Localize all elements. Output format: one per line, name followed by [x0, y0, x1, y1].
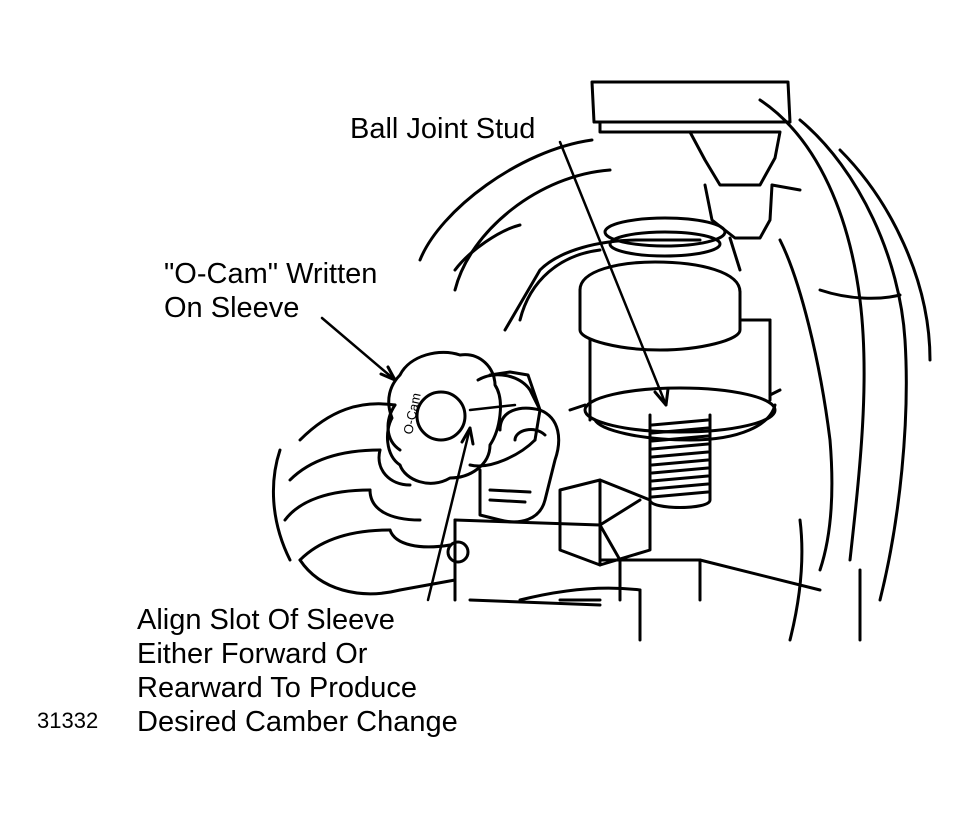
ball-joint-stud — [648, 413, 712, 509]
label-ball-joint-stud: Ball Joint Stud — [350, 112, 535, 146]
label-line: Desired Camber Change — [137, 706, 458, 738]
leader-arrows — [320, 140, 670, 602]
steering-knuckle — [418, 98, 932, 642]
arrowhead-o-cam — [379, 365, 397, 382]
arrowhead-align-slot — [460, 426, 475, 446]
upper-bracket — [590, 80, 802, 272]
label-line: Rearward To Produce — [137, 672, 417, 704]
o-cam-sleeve — [386, 350, 542, 485]
label-line: Either Forward Or — [137, 638, 368, 670]
label-line: Align Slot Of Sleeve — [137, 604, 395, 636]
arrow-align-slot — [426, 426, 472, 602]
label-line: "O-Cam" Written — [164, 258, 378, 290]
label-align-slot: Align Slot Of Sleeve Either Forward Or R… — [137, 603, 458, 739]
lower-control-arm — [446, 498, 642, 607]
ball-joint-housing — [568, 216, 782, 442]
hex-nut — [558, 478, 652, 567]
label-line: Ball Joint Stud — [350, 113, 536, 145]
label-o-cam-sleeve: "O-Cam" Written On Sleeve — [164, 257, 377, 325]
arrowhead-ball-joint-stud — [653, 387, 670, 407]
label-line: On Sleeve — [164, 292, 300, 324]
arrow-o-cam — [320, 316, 397, 382]
tool — [478, 370, 561, 524]
hand — [272, 402, 457, 596]
figure-number: 31332 — [37, 708, 99, 733]
arrow-ball-joint-stud — [558, 140, 668, 407]
